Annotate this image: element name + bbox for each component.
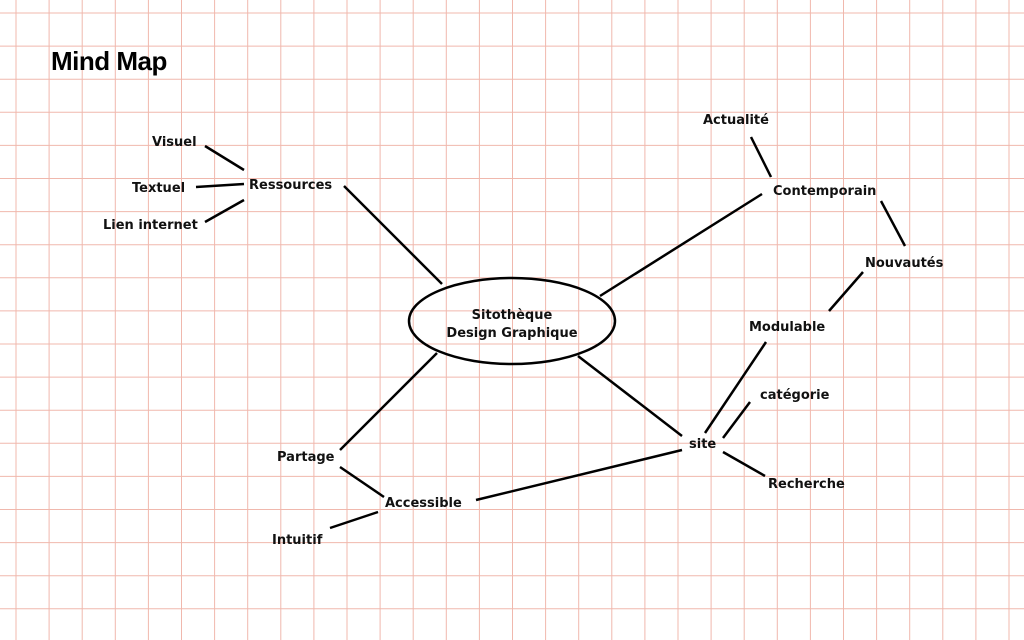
link-lien-ressources (204, 198, 245, 224)
link-site-accessible (475, 448, 683, 502)
node-contemporain: Contemporain (773, 184, 877, 199)
link-center-site (577, 355, 683, 437)
link-textuel-ressources (195, 182, 245, 189)
node-textuel: Textuel (132, 181, 186, 196)
node-ressources: Ressources (249, 178, 333, 193)
link-partage-accessible (339, 465, 385, 499)
link-modulable-site (703, 341, 768, 434)
node-lien-internet: Lien internet (103, 218, 198, 233)
center-node-line1: Sitothèque (471, 308, 553, 323)
node-intuitif: Intuitif (272, 533, 323, 548)
node-actualite: Actualité (703, 113, 769, 128)
link-ressources-center (343, 185, 443, 285)
node-site: site (689, 437, 717, 452)
link-nouvautes-modulable (828, 271, 864, 312)
center-node-line2: Design Graphique (446, 326, 578, 341)
node-partage: Partage (277, 450, 335, 465)
link-visuel-ressources (204, 144, 245, 172)
link-intuitif-accessible (329, 510, 379, 530)
center-ellipse (407, 276, 617, 366)
node-nouvautes: Nouvautés (865, 256, 944, 271)
node-recherche: Recherche (768, 477, 845, 492)
center-node: Sitothèque Design Graphique (410, 285, 614, 365)
node-modulable: Modulable (749, 320, 826, 335)
node-visuel: Visuel (152, 135, 197, 150)
link-categorie-site (722, 401, 751, 439)
link-contemporain-center (599, 192, 763, 298)
link-site-recherche (722, 450, 766, 478)
link-contemporain-nouvautes (879, 200, 907, 247)
link-actualite-contemporain (749, 136, 773, 178)
page-title: Mind Map (51, 46, 167, 76)
node-categorie: catégorie (760, 388, 830, 403)
link-center-partage (339, 352, 438, 451)
node-accessible: Accessible (385, 496, 462, 511)
